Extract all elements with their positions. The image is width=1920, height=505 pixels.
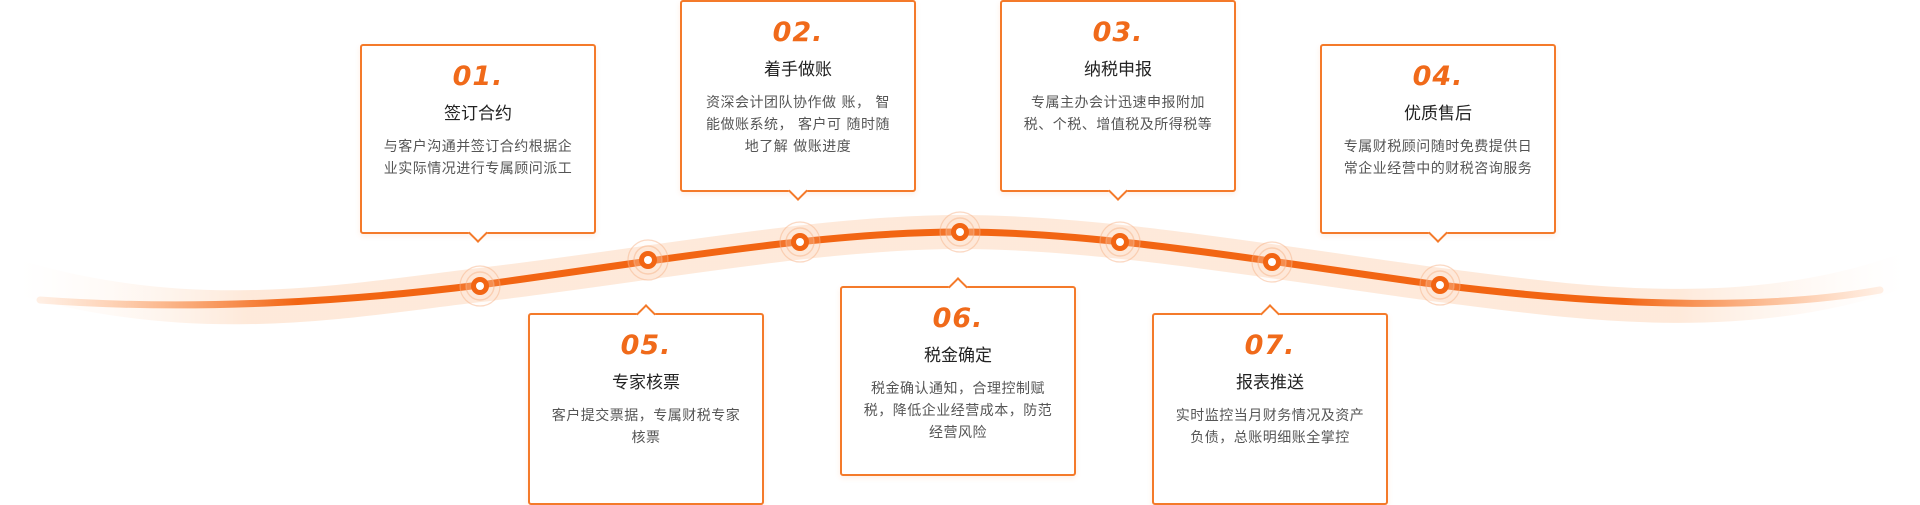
step-card-04: 04. 优质售后 专属财税顾问随时免费提供日常企业经营中的财税咨询服务 (1320, 44, 1556, 234)
step-title: 报表推送 (1236, 373, 1304, 393)
timeline-node-04 (1419, 264, 1461, 306)
step-title: 纳税申报 (1084, 60, 1152, 80)
step-card-05: 05. 专家核票 客户提交票据，专属财税专家核票 (528, 313, 764, 505)
timeline-node-02 (779, 221, 821, 263)
step-description: 税金确认通知，合理控制赋税，降低企业经营成本，防范经营风险 (863, 381, 1053, 441)
step-description: 专属主办会计迅速申报附加税、个税、增值税及所得税等 (1023, 95, 1213, 133)
step-card-07: 07. 报表推送 实时监控当月财务情况及资产负债，总账明细账全掌控 (1152, 313, 1388, 505)
step-number: 01. (452, 61, 504, 92)
step-title: 签订合约 (444, 104, 512, 124)
step-number: 07. (1244, 330, 1296, 361)
step-title: 优质售后 (1404, 104, 1472, 124)
step-card-03: 03. 纳税申报 专属主办会计迅速申报附加税、个税、增值税及所得税等 (1000, 0, 1236, 192)
step-description: 客户提交票据，专属财税专家核票 (551, 408, 741, 446)
step-number: 02. (772, 17, 824, 48)
timeline-node-05 (627, 239, 669, 281)
step-number: 04. (1412, 61, 1464, 92)
timeline-node-01 (459, 265, 501, 307)
timeline-node-06 (939, 211, 981, 253)
timeline-node-03 (1099, 221, 1141, 263)
step-card-02: 02. 着手做账 资深会计团队协作做 账， 智能做账系统， 客户可 随时随地了解… (680, 0, 916, 192)
step-description: 专属财税顾问随时免费提供日常企业经营中的财税咨询服务 (1343, 139, 1533, 177)
step-number: 05. (620, 330, 672, 361)
step-title: 着手做账 (764, 60, 832, 80)
step-number: 06. (932, 303, 984, 334)
step-title: 专家核票 (612, 373, 680, 393)
step-description: 实时监控当月财务情况及资产负债，总账明细账全掌控 (1175, 408, 1365, 446)
timeline-node-07 (1251, 241, 1293, 283)
step-card-06: 06. 税金确定 税金确认通知，合理控制赋税，降低企业经营成本，防范经营风险 (840, 286, 1076, 476)
step-number: 03. (1092, 17, 1144, 48)
step-title: 税金确定 (924, 346, 992, 366)
step-card-01: 01. 签订合约 与客户沟通并签订合约根据企业实际情况进行专属顾问派工 (360, 44, 596, 234)
step-description: 资深会计团队协作做 账， 智能做账系统， 客户可 随时随地了解 做账进度 (706, 95, 890, 155)
step-description: 与客户沟通并签订合约根据企业实际情况进行专属顾问派工 (383, 139, 573, 177)
